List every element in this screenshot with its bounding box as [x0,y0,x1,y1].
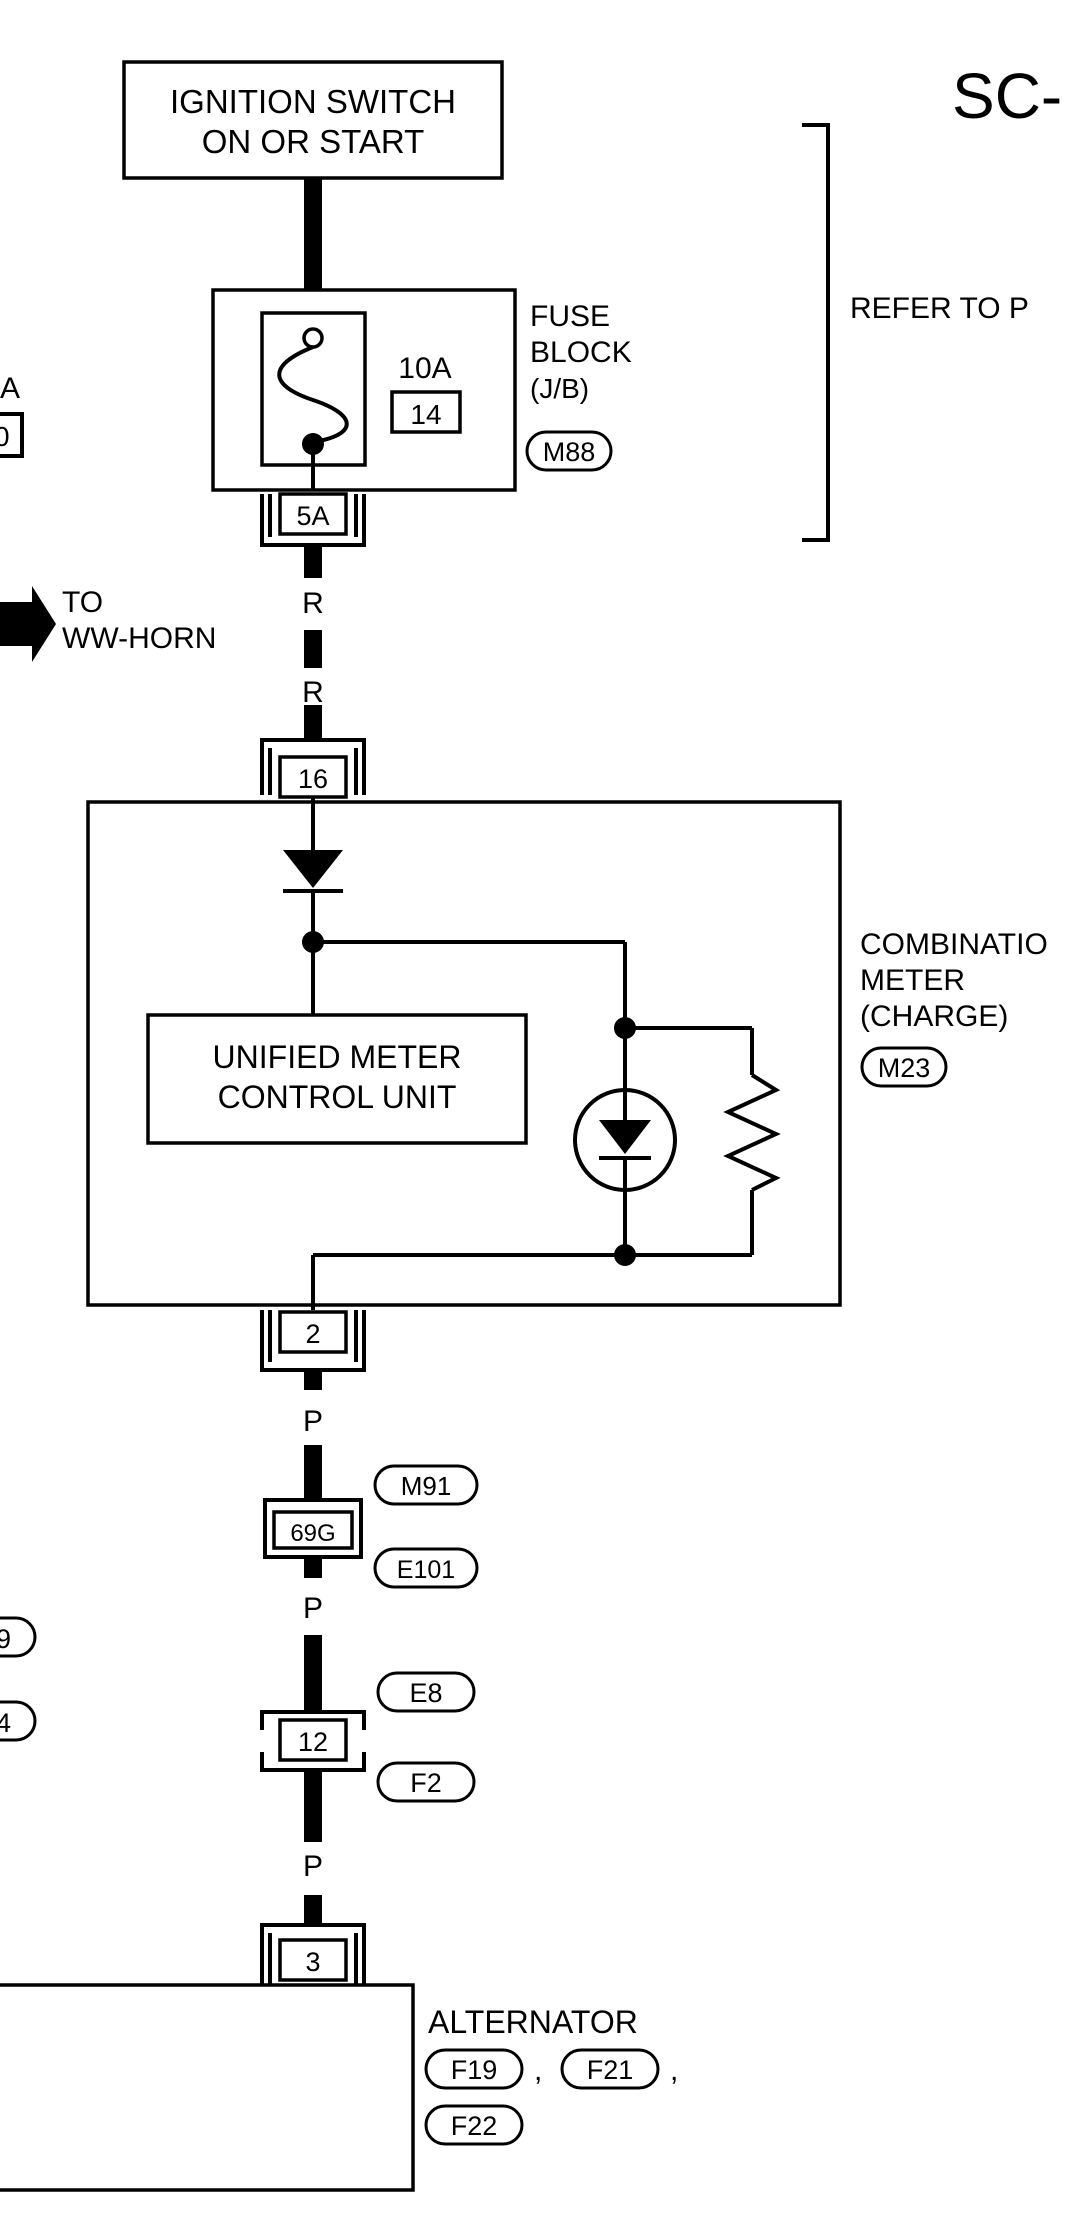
left-fragment-pill-1 [0,1616,37,1658]
connector-2-frame-inner [268,1310,358,1362]
fuse-number: 14 [410,399,441,430]
combination-meter-line2: METER [860,964,965,997]
charge-lamp-diode-icon [599,1120,651,1154]
connector-16: 16 [298,764,328,794]
left-fragment-box [0,412,24,458]
connector-m88-pill [525,430,613,472]
connector-f22: F22 [451,2111,498,2141]
connector-f2: F2 [410,1768,442,1798]
unified-meter-line2: CONTROL UNIT [218,1079,457,1115]
wire-color-p-1: P [303,1405,323,1438]
connector-m88: M88 [543,437,596,467]
left-fragment-pill-2 [0,1700,37,1742]
wire-color-p-3: P [303,1850,323,1883]
connector-m91-pill [373,1464,479,1506]
connector-5a-frame [260,494,366,547]
fuse-top-terminal [302,327,324,349]
ignition-line2: ON OR START [202,123,424,160]
connector-f21-pill [560,2048,660,2090]
joint-69g-frame [263,1498,363,1559]
fuse-block-box [211,288,517,492]
fuse-block-line3: (J/B) [530,373,589,404]
left-fragment-a: A [0,372,20,405]
joint-69g: 69G [290,1520,335,1547]
connector-e8: E8 [409,1678,442,1708]
separator-1: , [534,2054,542,2087]
to-ww-horn-line2: WW-HORN [62,622,216,655]
connector-5a: 5A [296,501,329,531]
page-code: SC- [952,60,1062,132]
left-fragment-d: 4 [0,1708,11,1738]
connector-f2-pill [376,1761,476,1803]
refer-to-text: REFER TO P [850,292,1029,325]
combination-meter-box [86,800,842,1307]
to-ww-horn-line1: TO [62,586,103,619]
alternator-label: ALTERNATOR [428,2004,638,2040]
joint-12: 12 [298,1727,328,1757]
connector-e101: E101 [397,1556,455,1584]
unified-meter-line1: UNIFIED METER [213,1039,462,1075]
connector-2-box [278,1310,348,1354]
combination-meter-line3: (CHARGE) [860,1000,1008,1033]
connector-f21: F21 [587,2055,634,2085]
left-fragment-b: 0 [0,421,10,452]
fuse-block-line2: BLOCK [530,336,632,369]
connector-m23-pill [860,1046,948,1088]
joint-12-box [278,1718,348,1762]
fuse-number-box [390,390,462,434]
arrow-right-icon [0,586,56,662]
ignition-switch-box [122,60,504,180]
fuse-block-line1: FUSE [530,300,610,333]
connector-2-frame [260,1310,366,1372]
wire-color-p-2: P [303,1592,323,1625]
connector-5a-box [278,492,348,536]
connector-16-frame-inner [268,748,358,795]
wire-color-r-lower: R [302,676,324,709]
joint-12-frame-bottom [260,1752,366,1772]
joint-12-frame-top [260,1710,366,1730]
left-fragment-c: 9 [0,1624,11,1654]
unified-meter-box [146,1013,528,1145]
connector-f22-pill [424,2104,524,2146]
connector-f19-pill [424,2048,524,2090]
connector-m23: M23 [878,1053,931,1083]
separator-2: , [670,2054,678,2087]
connector-3-frame-inner [268,1933,358,1985]
connector-5a-frame-inner [268,494,358,537]
connector-16-frame [260,738,366,795]
connector-3-box [278,1938,348,1982]
diode-icon [283,850,343,888]
ignition-line1: IGNITION SWITCH [170,83,456,120]
connector-e101-pill [373,1547,479,1589]
connector-3: 3 [305,1947,320,1977]
alternator-box [0,1983,415,2192]
fuse-element [277,345,349,444]
connector-e8-pill [376,1671,476,1713]
joint-69g-box [272,1510,354,1550]
resistor-icon [723,1073,781,1192]
connector-3-frame [260,1923,366,1985]
wire-color-r-upper: R [302,587,324,620]
connector-m91: M91 [401,1471,452,1501]
combination-meter-line1: COMBINATIO [860,928,1048,961]
connector-2: 2 [305,1319,320,1349]
fuse-rating: 10A [398,352,451,385]
connector-f19: F19 [451,2055,498,2085]
refer-bracket [802,123,830,542]
